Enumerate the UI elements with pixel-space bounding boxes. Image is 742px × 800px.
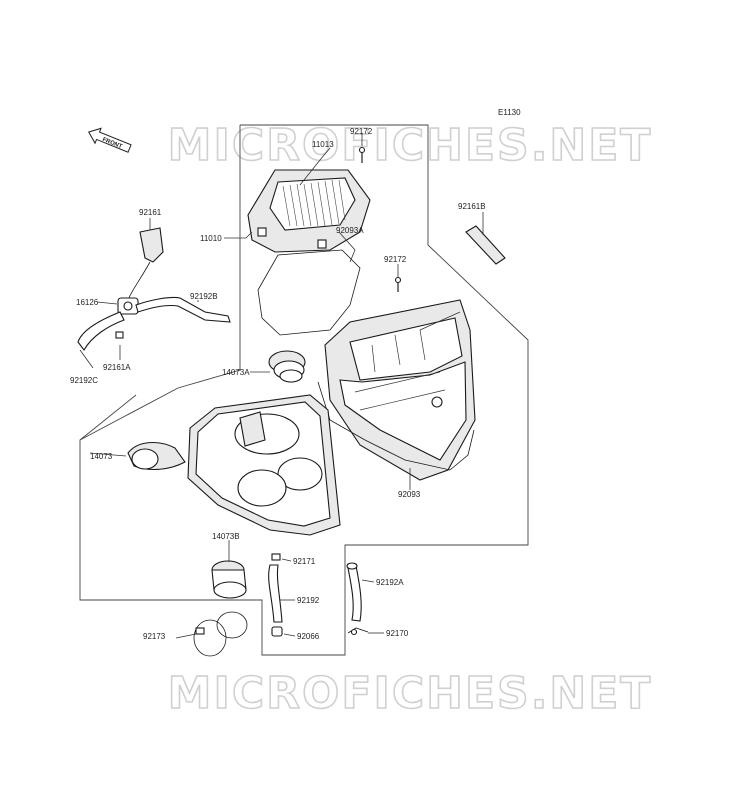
gasket-92093A — [257, 249, 361, 336]
duct-14073A — [268, 350, 306, 383]
label-92161A: 92161A — [103, 363, 131, 372]
clip-92170 — [347, 627, 369, 636]
air-cleaner-case-upper — [324, 299, 476, 481]
watermark-bottom: MICROFICHES.NET — [168, 668, 653, 719]
label-14073B: 14073B — [212, 532, 240, 541]
air-cleaner-case-lower — [187, 394, 341, 536]
label-92173: 92173 — [143, 632, 166, 641]
label-92192C: 92192C — [70, 376, 98, 385]
label-92192A: 92192A — [376, 578, 404, 587]
label-14073: 14073 — [90, 452, 113, 461]
label-92172-top: 92172 — [350, 127, 373, 136]
clip-92171 — [271, 553, 281, 561]
label-92161B: 92161B — [458, 202, 486, 211]
hose-92192A-end — [346, 562, 358, 570]
label-92161: 92161 — [139, 208, 162, 217]
gasket-92093 — [317, 381, 475, 471]
clamp-92173 — [193, 611, 248, 657]
hose-92192 — [268, 564, 283, 623]
label-92093: 92093 — [398, 490, 421, 499]
label-11013: 11013 — [312, 140, 334, 149]
screw-92172-mid — [394, 276, 402, 292]
label-92066: 92066 — [297, 632, 320, 641]
label-92170: 92170 — [386, 629, 409, 638]
label-92172-mid: 92172 — [384, 255, 407, 264]
label-92093A: 92093A — [336, 226, 364, 235]
screw-92172-top — [358, 146, 366, 163]
label-92171: 92171 — [293, 557, 316, 566]
leader-lines — [79, 133, 484, 639]
assembly-outline — [79, 124, 529, 656]
watermark-top: MICROFICHES.NET — [168, 120, 653, 171]
diagram-code: E1130 — [498, 108, 521, 117]
label-14073A: 14073A — [222, 368, 250, 377]
label-16126: 16126 — [76, 298, 99, 307]
valve-assembly-16126 — [77, 227, 231, 351]
plug-92066 — [271, 626, 283, 637]
front-arrow-icon: FRONT — [88, 127, 132, 153]
hose-92192A — [347, 565, 362, 622]
funnel-14073B — [211, 560, 247, 599]
label-92192B: 92192B — [190, 292, 218, 301]
duct-14073 — [127, 442, 186, 471]
plate-92161B — [465, 225, 506, 265]
air-cleaner-cover-11010 — [247, 169, 371, 253]
label-11010: 11010 — [200, 234, 222, 243]
label-92192: 92192 — [297, 596, 320, 605]
